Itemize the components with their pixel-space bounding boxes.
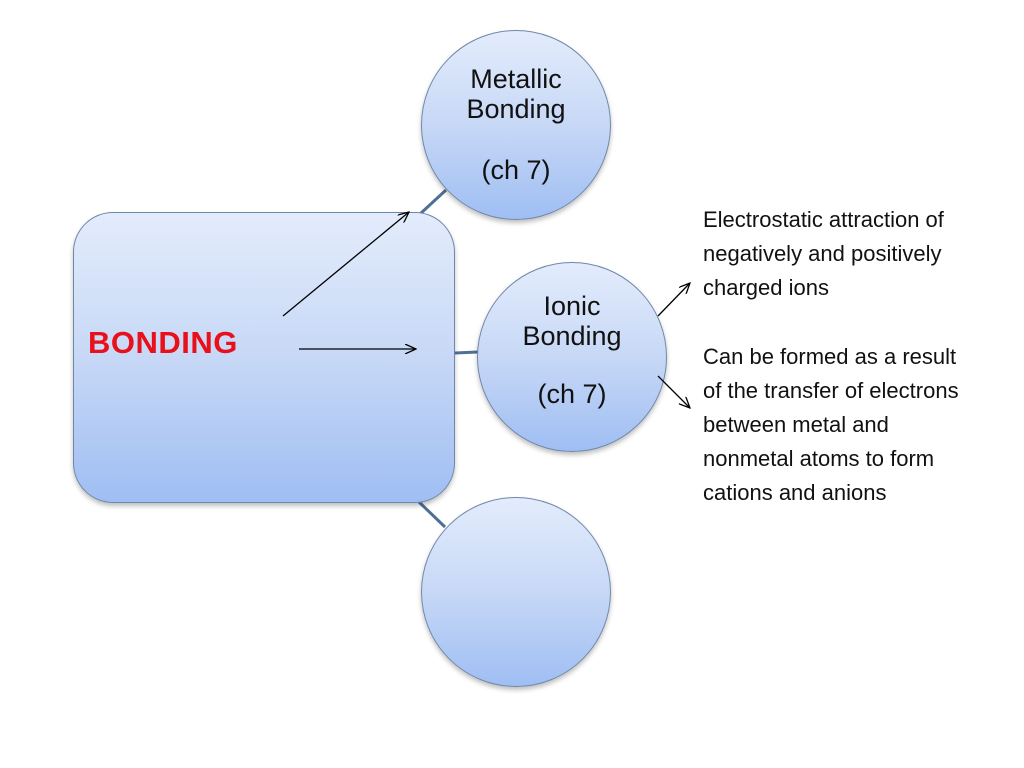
- desc-1-line-1: Electrostatic attraction of: [703, 207, 944, 232]
- ionic-title-line-1: Ionic: [543, 291, 601, 321]
- metallic-bonding-node: Metallic Bonding (ch 7): [421, 30, 611, 220]
- connector-metallic: [418, 188, 448, 216]
- connector-ionic: [454, 350, 479, 355]
- desc-2-line-4: nonmetal atoms to form: [703, 446, 935, 471]
- desc-2-line-2: of the transfer of electrons: [703, 378, 959, 403]
- connector-empty: [417, 500, 447, 529]
- metallic-bonding-chapter: (ch 7): [481, 155, 551, 185]
- empty-bonding-node: [421, 497, 611, 687]
- ionic-title-line-2: Bonding: [522, 321, 622, 351]
- desc-2-line-3: between metal and: [703, 412, 889, 437]
- desc-2-line-5: cations and anions: [703, 480, 887, 505]
- desc-1-line-3: charged ions: [703, 275, 829, 300]
- ionic-description-2: Can be formed as a result of the transfe…: [703, 340, 1023, 510]
- ionic-bonding-node: Ionic Bonding (ch 7): [477, 262, 667, 452]
- desc-2-line-1: Can be formed as a result: [703, 344, 957, 369]
- metallic-title-line-1: Metallic: [470, 64, 562, 94]
- metallic-title-line-2: Bonding: [466, 94, 566, 124]
- ionic-bonding-title: Ionic Bonding: [478, 291, 666, 351]
- ionic-bonding-chapter: (ch 7): [537, 379, 607, 409]
- ionic-description-1: Electrostatic attraction of negatively a…: [703, 203, 1023, 305]
- center-node-label: BONDING: [88, 325, 238, 360]
- metallic-bonding-title: Metallic Bonding: [422, 64, 610, 124]
- desc-1-line-2: negatively and positively: [703, 241, 942, 266]
